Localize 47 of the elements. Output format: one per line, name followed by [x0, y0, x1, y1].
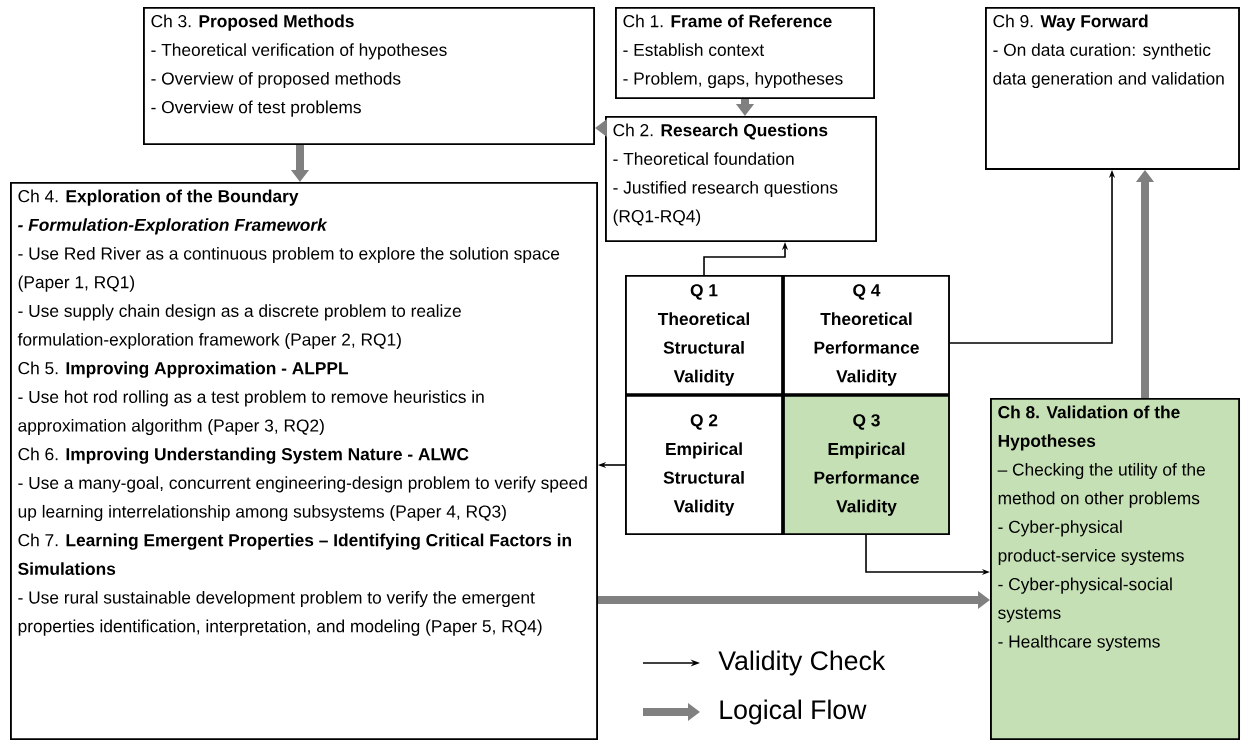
bullet-text: - On data curation: synthetic data generation and validation	[993, 43, 1224, 89]
bullet-text: - Justified research questions (RQ1-RQ4)	[613, 180, 838, 226]
bullet-text: - Use supply chain design as a discrete problem to realize formulation-exploration framework (Paper 2, RQ1)	[17, 304, 461, 350]
chapter-heading: Ch 7. Learning Emergent Properties – Identifying Critical Factors in Simulations	[18, 533, 571, 575]
chapter-heading: Ch 6. Improving Understanding System Nature - ALWC	[18, 447, 469, 464]
bullet-text: - Problem, gaps, hypotheses	[623, 71, 843, 89]
chapter-heading: Ch 1. Frame of Reference	[623, 14, 832, 28]
cell-label: Empirical Performance Validity	[814, 442, 919, 516]
bullet-text: - Use a many-goal, concurrent engineering-design problem to verify speed up learning interrelationship among subsystems (Paper 4, RQ3)	[18, 476, 587, 522]
cell-label: Theoretical Structural Validity	[657, 312, 749, 386]
bullet-text: - Use rural sustainable development problem to verify the emergent properties identification, interpretation, and modeling (Paper 5, RQ4)	[18, 590, 542, 636]
chapter-heading: Ch 9. Way Forward	[993, 14, 1148, 31]
cell-label: Q 4	[853, 284, 881, 300]
bullet-text: - Cyber-physical-social systems	[998, 577, 1172, 623]
bullet-text: - Healthcare systems	[998, 634, 1160, 652]
cell-label: Empirical Structural Validity	[663, 442, 744, 516]
bullet-text: - Overview of proposed methods	[151, 71, 401, 89]
bullet-text: - Theoretical verification of hypotheses	[151, 43, 447, 60]
chapter-heading: Ch 5. Improving Approximation - ALPPL	[18, 361, 349, 378]
chapter-box	[985, 7, 1240, 170]
cell-label: Q 3	[853, 414, 880, 430]
chapter-heading: Ch 4. Exploration of the Boundary	[18, 189, 299, 206]
chapter-heading: Ch 2. Research Questions	[613, 123, 828, 140]
chapter-box	[615, 7, 875, 99]
bullet-text: - Use Red River as a continuous problem to explore the solution space (Paper 1, RQ1)	[18, 246, 560, 292]
bullet-text: - Establish context	[623, 43, 765, 56]
legend-label: Validity Check	[718, 650, 886, 676]
chapter-heading: - Formulation-Exploration Framework	[18, 218, 328, 235]
bullet-text: - Theoretical foundation	[613, 152, 794, 165]
bullet-text: – Checking the utility of the method on other problems	[997, 462, 1205, 508]
cell-label: Theoretical Performance Validity	[814, 312, 919, 386]
cell-label: Q 1	[690, 284, 718, 300]
chapter-heading: Ch 3. Proposed Methods	[151, 14, 354, 31]
quadrant-cell	[783, 275, 950, 395]
chapter-box	[990, 398, 1240, 740]
cell-label: Q 2	[690, 414, 718, 430]
chapter-box	[605, 116, 877, 242]
bullet-text: - Cyber-physical product-service systems	[998, 520, 1184, 566]
quadrant-cell	[625, 395, 783, 535]
chapter-box	[10, 182, 598, 740]
chapter-heading: Ch 8. Validation of the Hypotheses	[998, 405, 1180, 451]
legend-label: Logical Flow	[720, 699, 867, 725]
chapter-box	[143, 7, 595, 145]
bullet-text: - Overview of test problems	[151, 100, 361, 117]
quadrant-cell	[625, 275, 783, 395]
quadrant-cell	[783, 395, 950, 535]
bullet-text: - Use hot rod rolling as a test problem to remove heuristics in approximation algorithm (Paper 3, RQ2)	[18, 390, 484, 436]
